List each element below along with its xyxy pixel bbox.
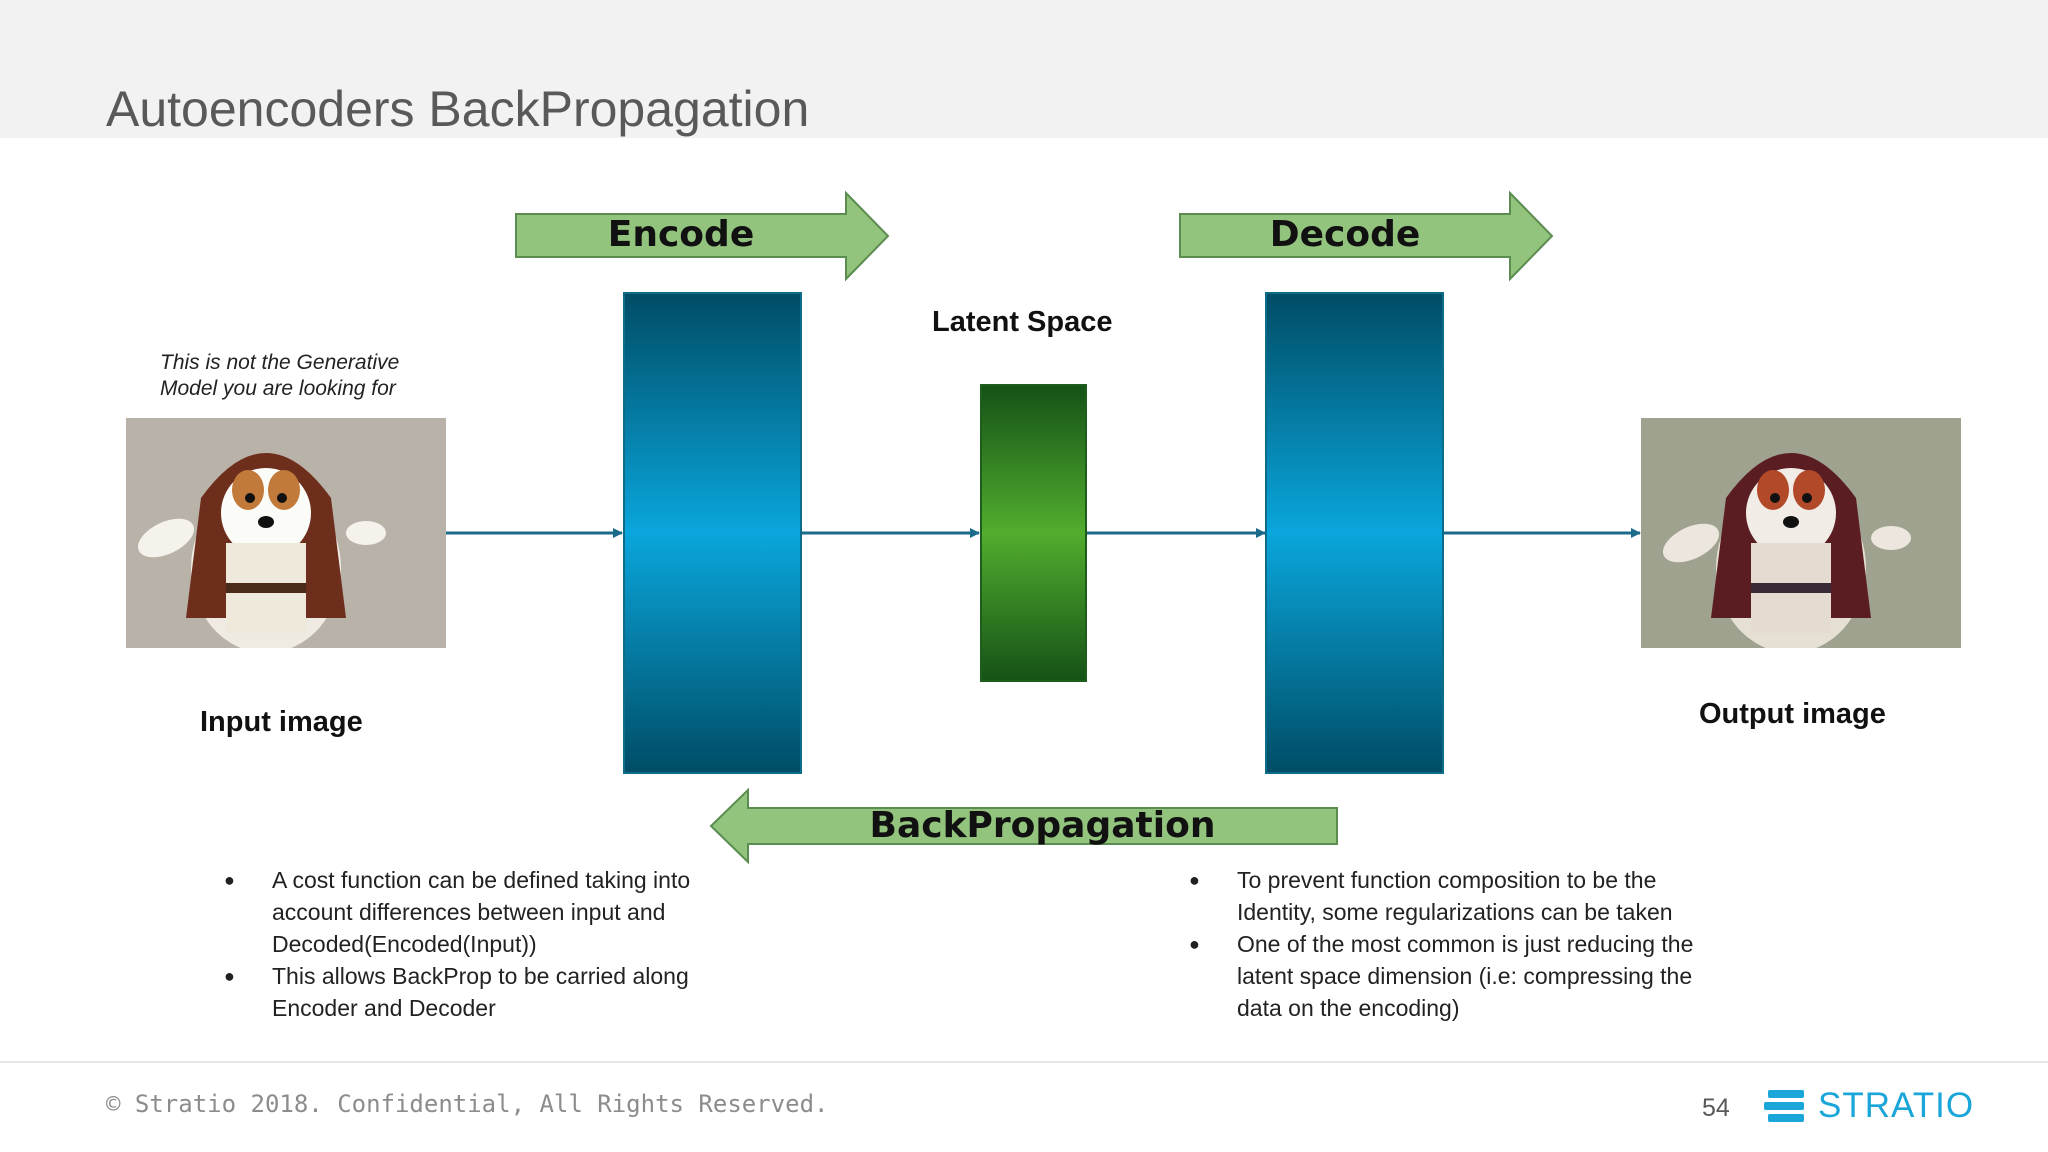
image-caption-line: Model you are looking for — [160, 377, 396, 400]
input-image-label: Input image — [200, 706, 363, 738]
bullet-item: This allows BackProp to be carried along… — [224, 960, 690, 1024]
bullet-line: data on the encoding) — [1237, 995, 1460, 1021]
image-caption-line: This is not the Generative — [160, 351, 400, 374]
bullets-left: A cost function can be defined taking in… — [224, 864, 690, 1024]
decode-arrow — [1179, 190, 1554, 282]
backprop-arrow — [709, 787, 1338, 865]
footer-copyright: © Stratio 2018. Confidential, All Rights… — [106, 1090, 829, 1118]
slide-title: Autoencoders BackPropagation — [106, 81, 810, 137]
stratio-logo-text: STRATIO — [1818, 1086, 1975, 1125]
bullet-line: This allows BackProp to be carried along — [272, 963, 689, 989]
bullets-right: To prevent function composition to be th… — [1189, 864, 1693, 1024]
encoder-block — [623, 292, 802, 774]
decode-label: Decode — [1269, 214, 1421, 255]
latent-space-block — [980, 384, 1087, 682]
bullet-line: Identity, some regularizations can be ta… — [1237, 899, 1673, 925]
image-caption: This is not the Generative Model you are… — [160, 350, 399, 402]
bullet-item: One of the most common is just reducing … — [1189, 928, 1693, 1024]
bullet-item: A cost function can be defined taking in… — [224, 864, 690, 960]
encode-label: Encode — [607, 214, 755, 255]
output-image — [1641, 418, 1961, 648]
encode-arrow — [515, 190, 890, 282]
bullet-line: One of the most common is just reducing … — [1237, 931, 1694, 957]
bullet-line: To prevent function composition to be th… — [1237, 867, 1657, 893]
footer-divider — [0, 1061, 2048, 1063]
bullet-line: latent space dimension (i.e: compressing… — [1237, 963, 1693, 989]
slide-header-band — [0, 0, 2048, 138]
stratio-logo-icon — [1764, 1090, 1804, 1122]
bullet-item: To prevent function composition to be th… — [1189, 864, 1693, 928]
bullet-line: A cost function can be defined taking in… — [272, 867, 691, 893]
bullet-line: Encoder and Decoder — [272, 995, 496, 1021]
page-number: 54 — [1702, 1094, 1730, 1122]
output-image-label: Output image — [1699, 698, 1886, 730]
bullet-line: account differences between input and — [272, 899, 666, 925]
decoder-block — [1265, 292, 1444, 774]
bullet-line: Decoded(Encoded(Input)) — [272, 931, 537, 957]
latent-space-label: Latent Space — [932, 306, 1113, 338]
input-image — [126, 418, 446, 648]
backprop-label: BackPropagation — [869, 805, 1216, 846]
